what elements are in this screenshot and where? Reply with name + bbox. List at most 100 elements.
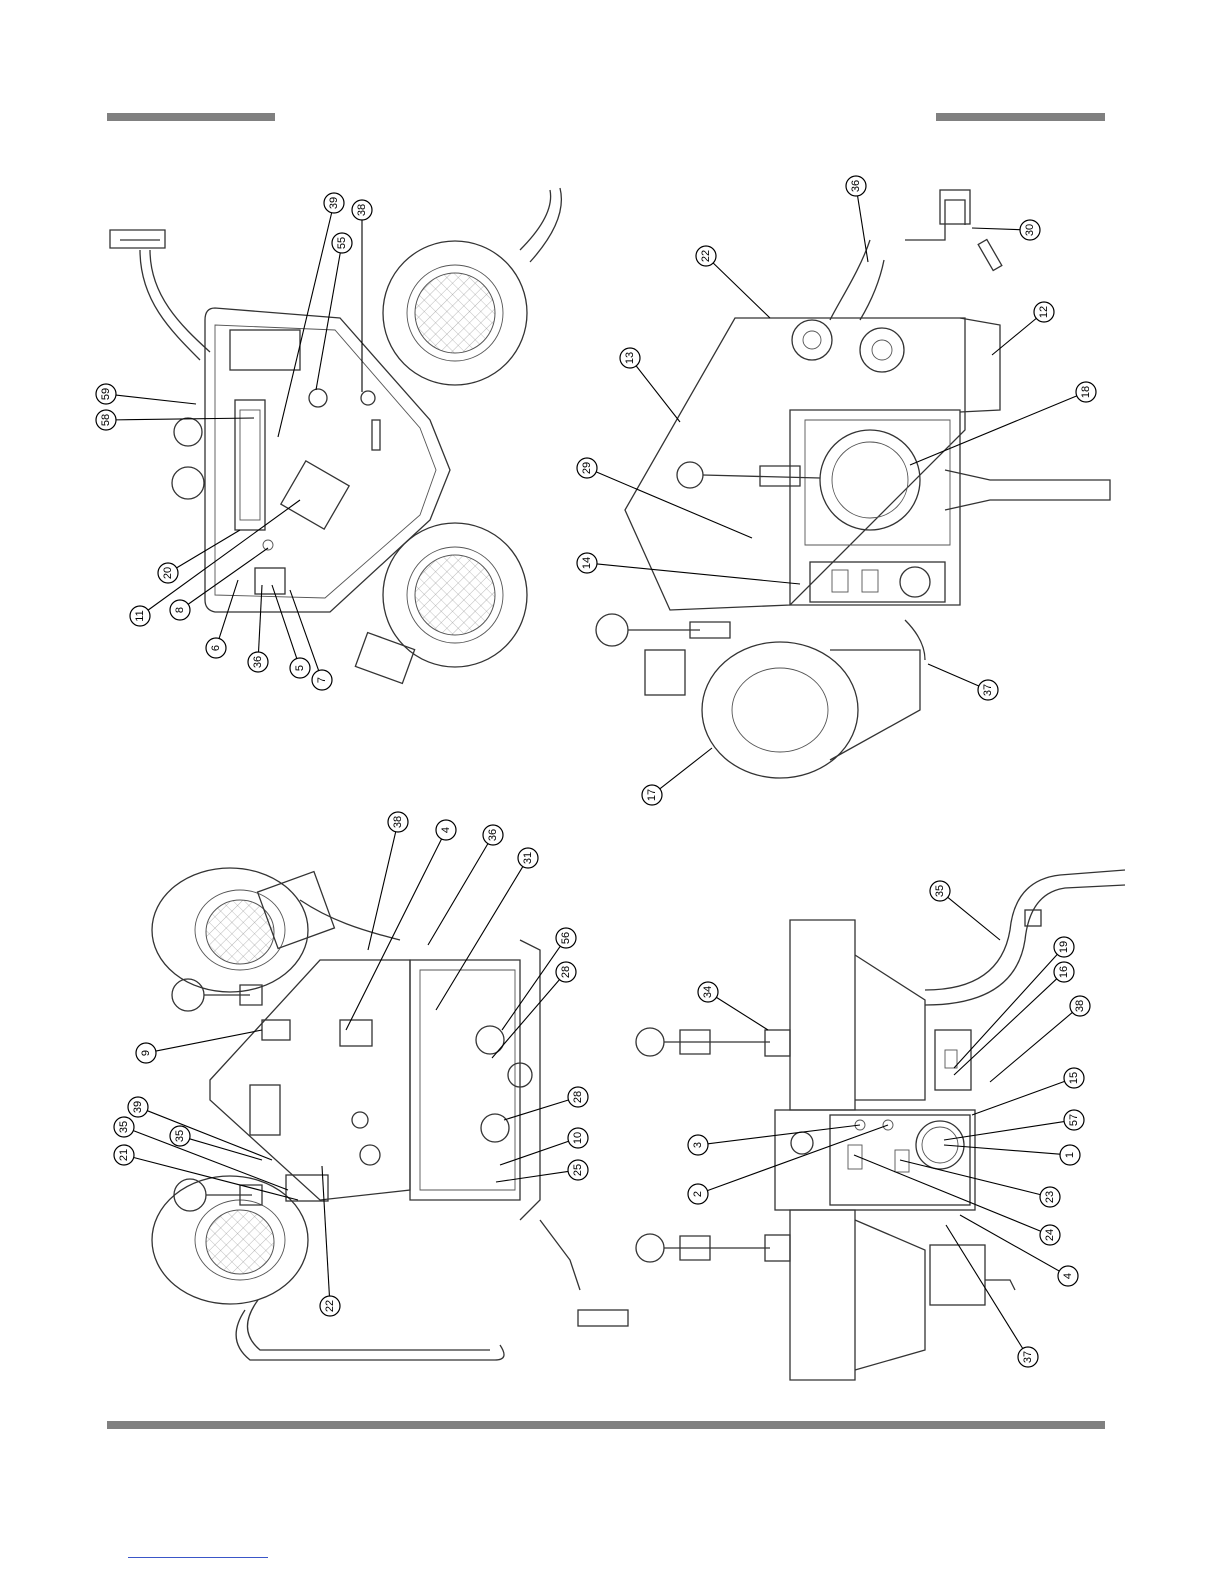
callout-21: 21 — [114, 1145, 134, 1165]
callout-36: 36 — [248, 652, 268, 672]
callout-3: 3 — [688, 1135, 708, 1155]
callout-19: 19 — [1054, 937, 1074, 957]
leader-line-top-right-3 — [636, 366, 680, 422]
callout-number: 38 — [356, 204, 368, 216]
leader-line-top-left-0 — [278, 213, 332, 437]
callout-number: 36 — [252, 656, 264, 668]
callout-number: 8 — [174, 607, 186, 613]
leader-line-bottom-left-12 — [134, 1158, 298, 1200]
callout-number: 9 — [140, 1050, 152, 1056]
view-top-right — [596, 190, 1110, 778]
callout-number: 4 — [1062, 1273, 1074, 1279]
callout-number: 31 — [522, 852, 534, 864]
callout-2: 2 — [688, 1184, 708, 1204]
callout-35: 35 — [114, 1117, 134, 1137]
leader-line-top-right-0 — [858, 196, 868, 262]
callout-12: 12 — [1034, 302, 1054, 322]
callout-58: 58 — [96, 410, 116, 430]
callout-37: 37 — [978, 680, 998, 700]
callout-number: 3 — [692, 1142, 704, 1148]
callout-34: 34 — [698, 982, 718, 1002]
callout-number: 4 — [440, 827, 452, 833]
leader-line-top-right-8 — [928, 664, 979, 686]
callout-39: 39 — [128, 1097, 148, 1117]
callout-20: 20 — [158, 563, 178, 583]
callout-number: 13 — [624, 352, 636, 364]
leader-line-bottom-right-11 — [854, 1155, 1041, 1231]
callout-number: 6 — [210, 645, 222, 651]
leader-line-bottom-left-10 — [133, 1131, 288, 1190]
leader-line-top-left-2 — [316, 253, 340, 390]
callout-number: 39 — [132, 1101, 144, 1113]
leader-line-top-left-5 — [177, 530, 240, 568]
callout-22: 22 — [320, 1296, 340, 1316]
callout-28: 28 — [568, 1087, 588, 1107]
callout-number: 28 — [560, 966, 572, 978]
callout-number: 37 — [1022, 1351, 1034, 1363]
leader-line-bottom-left-0 — [368, 832, 396, 950]
leader-line-bottom-right-7 — [708, 1125, 860, 1144]
callout-number: 37 — [982, 684, 994, 696]
callout-number: 11 — [134, 610, 146, 621]
callout-number: 58 — [100, 414, 112, 426]
leader-line-bottom-left-2 — [428, 844, 488, 945]
callout-number: 20 — [162, 567, 174, 579]
callout-number: 19 — [1058, 941, 1070, 953]
leader-line-top-right-4 — [992, 318, 1036, 355]
callout-8: 8 — [170, 600, 190, 620]
callout-number: 14 — [581, 557, 593, 569]
callout-number: 28 — [572, 1091, 584, 1103]
callout-number: 7 — [316, 677, 328, 683]
callout-number: 55 — [336, 237, 348, 249]
leader-line-top-right-1 — [713, 263, 770, 318]
callout-24: 24 — [1040, 1225, 1060, 1245]
callout-number: 5 — [294, 665, 306, 671]
callout-number: 57 — [1068, 1114, 1080, 1126]
callout-number: 35 — [118, 1121, 130, 1133]
callout-38: 38 — [1070, 996, 1090, 1016]
leader-line-bottom-right-0 — [948, 897, 1000, 940]
callout-number: 59 — [100, 388, 112, 400]
callout-25: 25 — [568, 1160, 588, 1180]
callout-59: 59 — [96, 384, 116, 404]
callout-number: 56 — [560, 932, 572, 944]
leader-line-top-right-6 — [596, 472, 752, 538]
callout-number: 36 — [850, 180, 862, 192]
callout-number: 38 — [1074, 1000, 1086, 1012]
callout-38: 38 — [388, 812, 408, 832]
leader-line-top-left-8 — [219, 580, 238, 638]
callout-4: 4 — [1058, 1266, 1078, 1286]
leader-line-bottom-right-3 — [954, 979, 1057, 1075]
leader-line-bottom-right-5 — [972, 1081, 1065, 1115]
callout-13: 13 — [620, 348, 640, 368]
callout-leaders — [116, 196, 1077, 1349]
callout-number: 22 — [324, 1300, 336, 1312]
callout-number: 36 — [487, 829, 499, 841]
leader-line-top-left-3 — [116, 395, 196, 404]
callout-35: 35 — [930, 881, 950, 901]
callout-number: 16 — [1058, 966, 1070, 978]
leader-line-bottom-right-2 — [954, 954, 1057, 1068]
callout-35: 35 — [170, 1126, 190, 1146]
callout-55: 55 — [332, 233, 352, 253]
callout-10: 10 — [568, 1128, 588, 1148]
leader-line-bottom-left-13 — [496, 1171, 568, 1182]
leader-line-top-right-7 — [597, 564, 800, 584]
leader-line-top-right-5 — [910, 396, 1077, 465]
callout-36: 36 — [483, 825, 503, 845]
callout-7: 7 — [312, 670, 332, 690]
leader-line-top-left-9 — [259, 585, 262, 652]
callout-38: 38 — [352, 200, 372, 220]
callout-number: 38 — [392, 816, 404, 828]
callout-18: 18 — [1076, 382, 1096, 402]
callout-number: 35 — [934, 885, 946, 897]
leader-line-top-right-2 — [972, 228, 1020, 230]
callout-number: 1 — [1064, 1152, 1076, 1158]
leader-line-bottom-left-9 — [500, 1141, 569, 1165]
view-bottom-right — [636, 870, 1125, 1380]
callout-36: 36 — [846, 176, 866, 196]
leader-line-bottom-left-5 — [492, 980, 559, 1058]
callout-9: 9 — [136, 1043, 156, 1063]
